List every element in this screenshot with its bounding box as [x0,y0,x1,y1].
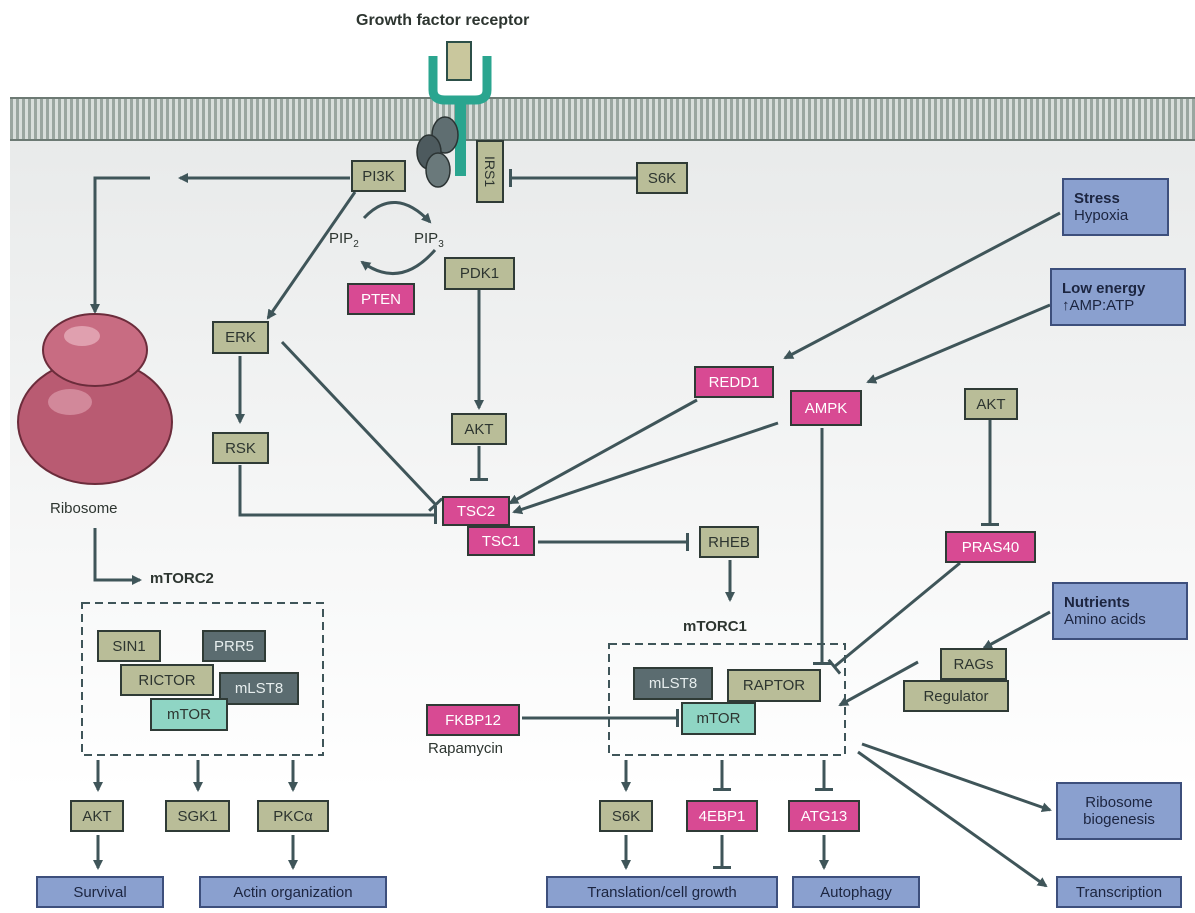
wire-pras40-mtorc1 [827,561,961,675]
fkbp12-node: FKBP12 [426,704,520,736]
receptor-label: Growth factor receptor [356,12,530,29]
rsk-node: RSK [212,432,269,464]
wire-pip3-pip2 [360,249,437,276]
mtorc1-target-s6k: S6K [599,800,653,832]
tsc2-node: TSC2 [442,496,510,526]
pten-node: PTEN [347,283,415,315]
pdk1-node: PDK1 [444,257,515,290]
mtorc2-sin1: SIN1 [97,630,161,662]
wire-ampk-tsc2 [512,421,779,515]
wire-to-ribosome [90,176,150,314]
wire-rsk-tsc2 [238,465,437,524]
regulator-node: Regulator [903,680,1009,712]
mtorc2-target-pkca: PKCα [257,800,329,832]
wire-nutrients-rags [982,610,1051,650]
wire-redd1-tsc2 [508,398,698,505]
output-translation-cell-growth: Translation/cell growth [546,876,778,908]
adaptor-ovals [416,116,459,188]
growth-factor-receptor [428,41,492,176]
mtorc2-mlst8: mLST8 [219,672,299,705]
rags-node: RAGs [940,648,1007,680]
mtorc1-title: mTORC1 [683,618,747,635]
output-actin-organization: Actin organization [199,876,387,908]
wire-rags-mtorc1 [838,660,919,707]
akt-right-node: AKT [964,388,1018,420]
mtorc2-rictor: RICTOR [120,664,214,696]
output-transcription: Transcription [1056,876,1182,908]
mtorc1-target-4ebp1: 4EBP1 [686,800,758,832]
ribosome-label: Ribosome [50,500,118,517]
mtorc1-mlst8: mLST8 [633,667,713,700]
mtorc2-target-akt: AKT [70,800,124,832]
mtorc1-mtor: mTOR [681,702,756,735]
wire-mtorc1-transcription [857,750,1048,888]
cell-membrane [10,97,1195,141]
mtorc2-target-sgk1: SGK1 [165,800,230,832]
mtorc2-title: mTORC2 [150,570,214,587]
pip3-label: PIP3 [414,230,444,250]
mtorc2-complex-outline [81,602,324,756]
erk-node: ERK [212,321,269,354]
wire-pip2-pip3 [362,201,432,224]
ampk-node: AMPK [790,390,862,426]
pras40-node: PRAS40 [945,531,1036,563]
cytoplasm-background [10,98,1195,913]
irs1-node: IRS1 [476,140,504,203]
wire-erk-tsc2 [280,340,444,512]
mtorc1-target-atg13: ATG13 [788,800,860,832]
pip2-label: PIP2 [329,230,359,250]
wire-pi3k-erk [266,191,357,320]
mtorc2-mtor: mTOR [150,698,228,731]
tsc1-node: TSC1 [467,526,535,556]
wire-ribosome-mtorc2 [93,528,142,585]
mtorc2-prr5: PRR5 [202,630,266,662]
mtorc1-complex-outline [608,643,846,756]
rheb-node: RHEB [699,526,759,558]
wire-mtorc1-ribosome-biogenesis [861,742,1052,813]
output-survival: Survival [36,876,164,908]
rapamycin-label: Rapamycin [428,740,504,757]
mtorc1-raptor: RAPTOR [727,669,821,702]
s6k-upstream-node: S6K [636,162,688,194]
wire-energy-ampk [866,303,1051,384]
wire-stress-redd1 [783,211,1061,360]
low-energy-input-box: Low energy↑AMP:ATP [1050,268,1186,326]
redd1-node: REDD1 [694,366,774,398]
ribosome-icon [17,313,173,485]
pi3k-node: PI3K [351,160,406,192]
output-autophagy: Autophagy [792,876,920,908]
akt-middle-node: AKT [451,413,507,445]
